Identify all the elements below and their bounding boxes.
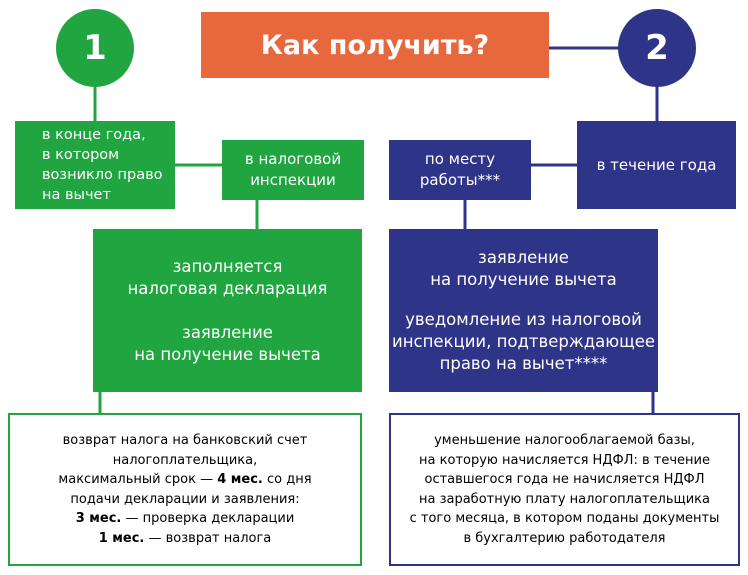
right-where-box: по месту работы***	[389, 140, 531, 200]
right-docs-line: на получение вычета	[430, 269, 617, 289]
right-result-line: на заработную плату налогоплательщика	[418, 491, 711, 507]
left-result-line: возврат налога на банковский счет	[62, 433, 308, 448]
right-where-line: по месту	[424, 150, 496, 168]
right-result-line: с того месяца, в котором поданы документ…	[409, 511, 720, 526]
left-when-line: в конце года,	[42, 127, 146, 143]
step-1-number: 1	[83, 28, 107, 68]
step-2-circle: 2	[618, 9, 696, 87]
bold-part: 4 мес.	[217, 472, 263, 487]
left-result-line: 1 мес. — возврат налога	[99, 529, 272, 549]
text-part: со дня	[262, 472, 312, 487]
right-result-box: уменьшение налогооблагаемой базы, на кот…	[389, 413, 740, 566]
left-when-line: на вычет	[42, 187, 111, 203]
left-result-line: подачи декларации и заявления:	[70, 491, 300, 507]
right-docs-line: уведомление из налоговой	[405, 309, 642, 329]
right-result-line: оставшегося года не начисляется НДФЛ	[424, 472, 705, 487]
left-docs-line: на получение вычета	[134, 344, 321, 364]
title-banner: Как получить?	[201, 12, 549, 78]
right-docs-line: право на вычет****	[439, 353, 608, 373]
step-1-circle: 1	[56, 9, 134, 87]
text-part: — проверка декларации	[121, 511, 295, 526]
step-2-number: 2	[645, 28, 669, 68]
text-part: — возврат налога	[144, 530, 272, 546]
left-where-box: в налоговой инспекции	[222, 140, 364, 200]
left-result-line: налогоплательщика,	[112, 452, 258, 468]
left-documents-box: заполняется налоговая декларация заявлен…	[93, 229, 362, 392]
left-docs-line: заполняется	[172, 256, 283, 276]
text-part: максимальный срок —	[58, 472, 218, 487]
left-where-line: инспекции	[250, 171, 336, 189]
left-when-line: в котором	[42, 147, 120, 163]
right-result-line: в бухгалтерию работодателя	[463, 530, 666, 546]
right-documents-box: заявление на получение вычета уведомлени…	[389, 229, 658, 392]
right-when-box: в течение года	[577, 121, 736, 209]
bold-part: 1 мес.	[98, 530, 145, 546]
right-when-text: в течение года	[596, 156, 717, 174]
left-result-line: 3 мес. — проверка декларации	[76, 509, 295, 529]
left-where-line: в налоговой	[244, 150, 342, 168]
right-where-line: работы***	[419, 171, 501, 189]
left-when-line: возникло право	[42, 167, 163, 183]
bold-part: 3 мес.	[75, 511, 122, 526]
left-when-box: в конце года, в котором возникло право н…	[15, 121, 175, 209]
right-docs-line: заявление	[478, 247, 569, 267]
right-docs-line: инспекции, подтверждающее	[391, 331, 656, 351]
left-result-line: максимальный срок — 4 мес. со дня	[58, 470, 311, 490]
left-docs-line: налоговая декларация	[127, 278, 328, 298]
right-result-line: на которую начисляется НДФЛ: в течение	[419, 452, 710, 468]
title-text: Как получить?	[260, 29, 490, 61]
left-result-box: возврат налога на банковский счет налого…	[8, 413, 362, 566]
left-docs-line: заявление	[182, 322, 273, 342]
right-result-line: уменьшение налогооблагаемой базы,	[434, 433, 695, 448]
